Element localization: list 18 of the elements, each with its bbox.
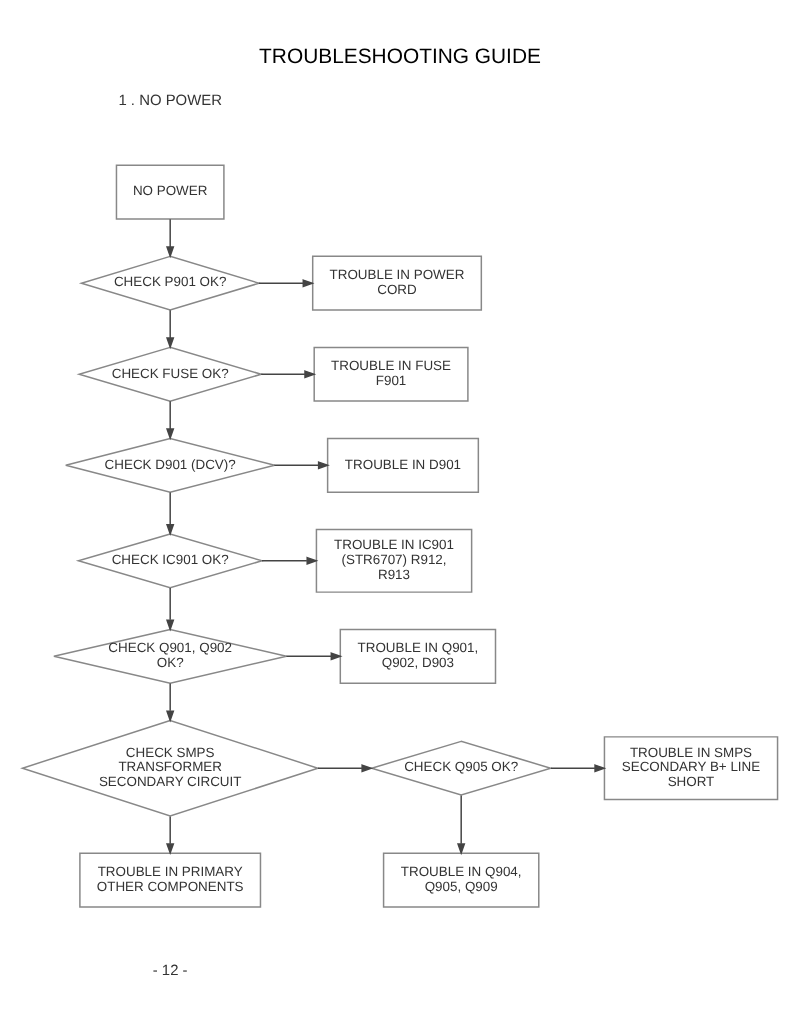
label: 1 . NO POWER: [118, 89, 222, 108]
diagram-title: TROUBLESHOOTING GUIDE: [259, 45, 541, 68]
arrow: [166, 586, 175, 631]
arrow: [166, 217, 175, 258]
arrow: [166, 399, 175, 440]
arrow: [285, 651, 343, 660]
arrow: [261, 555, 319, 564]
arrow: [260, 369, 317, 378]
arrow: [273, 460, 330, 469]
arrow: [166, 681, 175, 722]
arrow: [258, 278, 315, 287]
arrow: [550, 763, 607, 772]
arrow: [457, 793, 466, 855]
arrow: [317, 763, 374, 772]
arrow: [166, 490, 175, 535]
arrow: [166, 308, 175, 349]
label: - 12 -: [152, 959, 188, 978]
arrow: [166, 814, 175, 855]
